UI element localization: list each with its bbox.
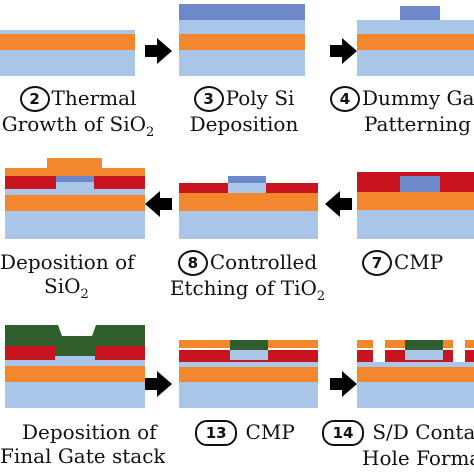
gate-cavity: [228, 183, 266, 193]
caption-line-1: Dummy Ga: [362, 86, 474, 110]
arrow-right-icon: [330, 371, 357, 397]
caption-subscript: 2: [80, 287, 89, 298]
gate-cavity: [55, 356, 95, 360]
caption-line-2: Final Gate stack: [0, 444, 165, 468]
final-gate: [405, 340, 443, 350]
step-number-badge: 8: [177, 250, 208, 276]
substrate-layer: [357, 20, 474, 34]
arrow-left-icon: [145, 191, 172, 217]
step-number-badge: 2: [19, 86, 50, 112]
thin-top-layer: [0, 30, 135, 34]
poly-gate: [400, 176, 440, 192]
step-number-badge: 7: [362, 250, 392, 276]
arrow-right-icon: [330, 38, 357, 64]
caption-line-1: S/D Conta: [372, 420, 474, 444]
sio2-cap: [5, 168, 145, 176]
substrate-layer: [5, 360, 145, 366]
step-14-diagram: [357, 340, 474, 408]
step-3-diagram: [179, 4, 305, 76]
substrate-layer: [179, 362, 318, 367]
oxide-layer: [179, 34, 305, 50]
caption-line-1: Poly Si: [225, 86, 295, 110]
caption-line-2: Hole Forma: [362, 446, 474, 470]
step-number-badge: 3: [193, 86, 224, 112]
contact-hole: [453, 340, 465, 362]
step-1-diagram: [0, 30, 135, 76]
final-gate-stack: [5, 325, 145, 346]
caption-line-1: Deposition of: [0, 250, 135, 274]
final-gate: [230, 340, 268, 350]
step-8-diagram: [179, 176, 318, 239]
oxide-top-mid: [385, 340, 405, 348]
poly-si-layer: [179, 4, 305, 20]
substrate-layer: [357, 362, 474, 367]
caption-line-1: Thermal: [51, 86, 137, 110]
caption-step-13: 13 CMP: [170, 420, 320, 446]
caption-line-2: Deposition: [189, 112, 299, 136]
caption-line-1: CMP: [394, 250, 444, 274]
step-12-diagram: [5, 325, 145, 408]
caption-subscript: 2: [146, 125, 155, 140]
caption-line-1: Deposition of: [22, 420, 157, 444]
substrate-layer: [5, 382, 145, 408]
arrow-right-icon: [145, 38, 172, 64]
sio2-bump: [47, 158, 102, 168]
step-number-badge: 14: [322, 420, 364, 446]
contact-hole: [373, 340, 385, 362]
gate-cavity: [56, 182, 94, 189]
oxide-layer: [0, 34, 135, 50]
substrate-layer: [0, 50, 135, 76]
step-number-badge: 4: [330, 86, 360, 112]
oxide-top-right: [443, 340, 453, 348]
substrate-layer: [179, 382, 318, 408]
caption-subscript: 2: [316, 289, 326, 304]
caption-line-2: Patterning: [364, 112, 471, 136]
oxide-layer: [5, 366, 145, 382]
oxide-top-left: [357, 340, 373, 348]
substrate-layer: [179, 20, 305, 34]
gate-cavity: [405, 350, 443, 360]
substrate-layer: [357, 382, 474, 408]
arrow-right-icon: [145, 371, 172, 397]
substrate-layer: [179, 50, 305, 76]
dummy-gate: [400, 6, 440, 20]
oxide-layer: [179, 367, 318, 382]
oxide-layer: [357, 367, 474, 382]
caption-line-1: Controlled: [209, 250, 318, 274]
step-7-diagram: [357, 172, 474, 239]
substrate-layer: [5, 211, 145, 239]
caption-line-1: CMP: [245, 420, 295, 444]
caption-line-2: Etching of TiO: [169, 276, 317, 300]
oxide-top-edge: [465, 340, 474, 348]
oxide-layer: [179, 193, 318, 211]
substrate-layer: [5, 189, 145, 195]
poly-gate: [55, 346, 95, 356]
step-4-diagram: [357, 6, 474, 76]
oxide-layer: [357, 192, 474, 210]
arrow-left-icon: [325, 191, 352, 217]
oxide-layer: [357, 34, 474, 50]
step-9-diagram: [5, 158, 145, 239]
step-13-diagram: [179, 340, 318, 408]
caption-step-12: Deposition of Final Gate stack: [0, 420, 165, 468]
caption-line-2: SiO: [44, 274, 81, 298]
oxide-layer: [5, 195, 145, 211]
caption-step-14: 14 S/D Conta Hole Forma: [322, 420, 474, 470]
gate-cavity: [230, 350, 268, 360]
step-number-badge: 13: [195, 420, 238, 446]
substrate-layer: [357, 50, 474, 76]
caption-line-2: Growth of SiO: [1, 112, 146, 136]
substrate-layer: [179, 211, 318, 239]
substrate-layer: [357, 210, 474, 239]
caption-step-9: Deposition of SiO2: [0, 250, 165, 298]
poly-gate: [56, 176, 94, 182]
poly-gate: [228, 176, 266, 183]
